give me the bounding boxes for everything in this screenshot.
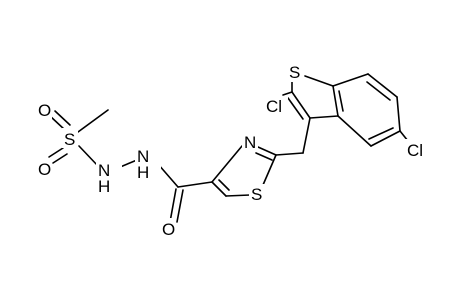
bond-c-o-1: [169, 188, 177, 223]
bond-c2-s1: [262, 154, 277, 186]
bond-s1-c5: [225, 194, 251, 197]
atom-o-sulfonyl-top: O: [38, 101, 51, 120]
bond-c4-n3: [211, 145, 243, 183]
bond-c3a-c3: [309, 115, 339, 119]
bond-c5-c4-1: [211, 181, 227, 197]
bond-s-c7a: [304, 75, 334, 87]
bond-c7-c6-1: [367, 73, 398, 98]
bond-c5-c4b-1: [370, 130, 401, 147]
bond-s-o-top-1: [49, 115, 66, 131]
bond-c-o-2: [176, 189, 184, 223]
atom-o-sulfonyl-bottom: O: [38, 160, 51, 179]
atom-cl-benzene: Cl: [407, 141, 423, 160]
bond-c3a-c7a-inner: [338, 90, 344, 112]
atom-n-thiazole: N: [244, 133, 256, 152]
bond-n3-c2-2: [255, 152, 273, 161]
bond-c7-c6-2: [366, 81, 391, 101]
atom-cl-thiophene: Cl: [266, 97, 282, 116]
bond-c5-c4b-2: [368, 127, 394, 140]
bond-methyl-s: [77, 109, 109, 133]
bond-c2t-cl: [282, 91, 293, 96]
bond-carbonyl-c4: [177, 181, 213, 188]
bond-s-o-bottom-1: [48, 147, 64, 158]
atom-s-thiazole: S: [251, 185, 262, 204]
bond-c5-c4-2: [218, 179, 230, 191]
atom-s-sulfonyl: S: [64, 130, 75, 149]
bond-c7a-c7: [332, 73, 369, 87]
bond-s-nh: [78, 145, 99, 167]
atom-o-carbonyl: O: [162, 220, 175, 239]
bond-c3-c2t-1: [291, 91, 311, 119]
bond-s-o-top-2: [54, 110, 71, 126]
bond-c4b-c3a: [337, 115, 372, 147]
bond-c7a-c3a: [332, 85, 339, 117]
bond-c2-ch2: [275, 152, 304, 156]
bond-s-o-bottom-2: [52, 153, 68, 164]
bond-ch2-c3: [302, 117, 311, 154]
bond-c3-c2t-2: [287, 97, 304, 120]
bond-nh-carbonyl: [157, 163, 179, 188]
bond-n3-c2-1: [257, 146, 277, 156]
atom-s-thiophene: S: [289, 63, 300, 82]
bond-c6-c5: [396, 96, 401, 132]
bonds: [48, 73, 409, 223]
